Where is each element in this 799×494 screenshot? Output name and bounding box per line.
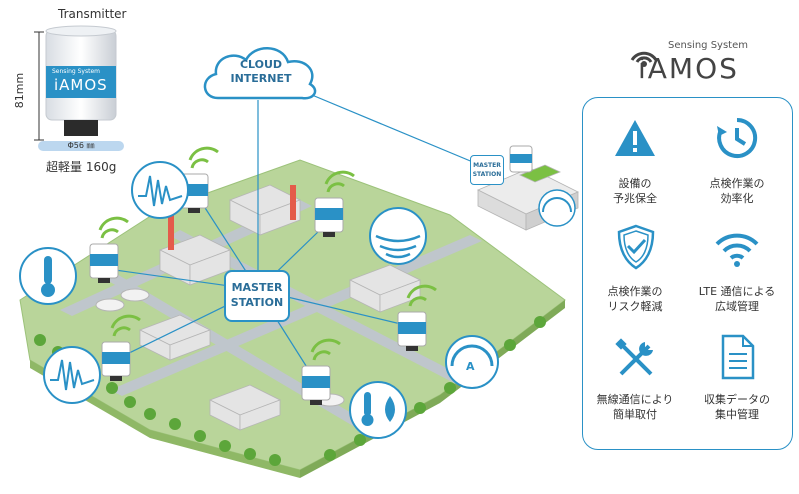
can-subtitle: Sensing System bbox=[52, 68, 100, 75]
cloud-icon bbox=[203, 47, 317, 100]
feature-3-line1: 点検作業の bbox=[607, 285, 663, 298]
feature-2-line1: 点検作業の bbox=[709, 177, 765, 190]
tools-icon bbox=[615, 338, 653, 376]
feature-central-management: 収集データの 集中管理 bbox=[687, 392, 787, 422]
diameter-label: Φ56 ㎜ bbox=[67, 141, 95, 150]
city-scene bbox=[19, 89, 579, 478]
logo-name: iAMOS bbox=[638, 52, 739, 85]
remote-master-line2: STATION bbox=[472, 171, 502, 178]
diameter-bar: Φ56 ㎜ bbox=[38, 141, 124, 151]
iamos-logo: Sensing System iAMOS bbox=[622, 36, 752, 86]
cloud-line2: INTERNET bbox=[230, 72, 292, 85]
master-line2: STATION bbox=[230, 296, 284, 309]
feature-5-line1: 無線通信により bbox=[596, 393, 674, 406]
feature-2-line2: 効率化 bbox=[720, 192, 754, 205]
feature-4-line2: 広域管理 bbox=[715, 300, 759, 313]
master-station: MASTER STATION bbox=[224, 270, 290, 322]
transmitter-title: Transmitter bbox=[58, 7, 127, 21]
height-arrow bbox=[34, 31, 44, 141]
remote-master-line1: MASTER bbox=[473, 162, 501, 169]
logo-signal-icon bbox=[630, 51, 658, 67]
feature-4-line1: LTE 通信による bbox=[698, 285, 776, 298]
feature-risk-reduction: 点検作業の リスク軽減 bbox=[585, 284, 685, 314]
feature-predictive-maintenance: 設備の 予兆保全 bbox=[585, 176, 685, 206]
transmitter-device: Sensing System iAMOS bbox=[44, 24, 118, 140]
cloud-line1: CLOUD bbox=[239, 58, 283, 71]
feature-6-line1: 収集データの bbox=[704, 393, 770, 406]
remote-master-station: MASTER STATION bbox=[470, 155, 504, 185]
feature-wide-area: LTE 通信による 広域管理 bbox=[687, 284, 787, 314]
feature-3-line2: リスク軽減 bbox=[607, 300, 663, 313]
logo-subtitle: Sensing System bbox=[668, 40, 748, 51]
warning-icon bbox=[615, 120, 655, 156]
can-logo: iAMOS bbox=[54, 76, 108, 94]
feature-6-line2: 集中管理 bbox=[715, 408, 759, 421]
master-line1: MASTER bbox=[231, 281, 283, 294]
wifi-icon bbox=[715, 233, 759, 267]
clock-icon bbox=[717, 117, 758, 158]
feature-efficiency: 点検作業の 効率化 bbox=[687, 176, 787, 206]
cloud-label: CLOUD INTERNET bbox=[226, 58, 296, 86]
document-icon bbox=[721, 334, 755, 380]
feature-1-line2: 予兆保全 bbox=[613, 192, 657, 205]
feature-5-line2: 簡単取付 bbox=[613, 408, 657, 421]
feature-1-line1: 設備の bbox=[618, 177, 652, 190]
weight-label: 超軽量 160g bbox=[46, 160, 117, 174]
feature-easy-install: 無線通信により 簡単取付 bbox=[585, 392, 685, 422]
shield-check-icon bbox=[617, 224, 655, 270]
features-panel: 設備の 予兆保全 点検作業の 効率化 点検作業の リスク軽減 LTE 通信による… bbox=[582, 97, 793, 450]
